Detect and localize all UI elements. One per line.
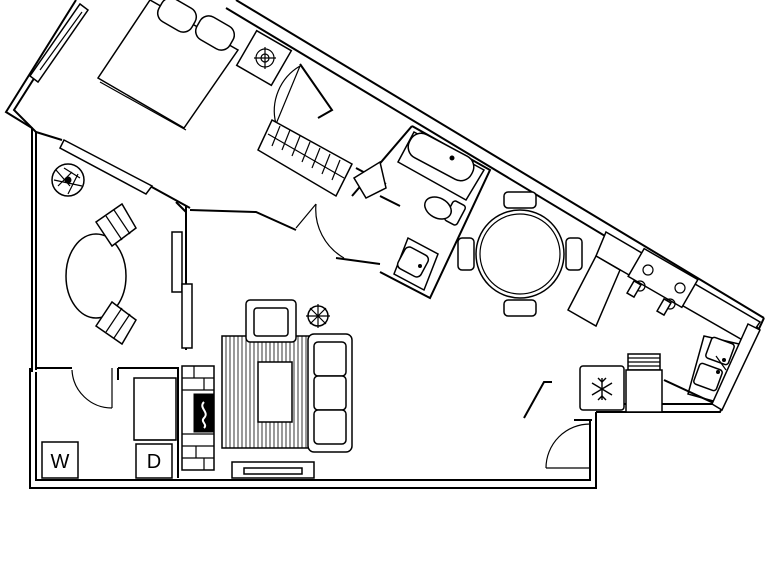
living-room (221, 299, 353, 479)
nightstand (235, 29, 293, 87)
window-kitchen (711, 322, 761, 412)
pillow-left (156, 0, 198, 33)
chair-top (503, 191, 537, 209)
chair-bottom (503, 299, 537, 317)
chair-right (565, 237, 583, 271)
plant-icon-living (306, 304, 330, 328)
toilet-bowl (424, 196, 452, 220)
refrigerator (579, 365, 625, 411)
bedroom-walls (35, 63, 413, 231)
tv-console (231, 461, 315, 479)
armchair (245, 299, 297, 343)
round-table (475, 209, 565, 299)
dining-table (65, 233, 127, 319)
fireplace (181, 365, 215, 471)
stove (626, 247, 699, 317)
linen-closet (352, 160, 387, 199)
bed (96, 0, 240, 131)
bedroom-door-swing (273, 65, 301, 125)
sofa (307, 333, 353, 453)
dryer-label: D (147, 451, 161, 473)
dining-chair-bottom (94, 300, 137, 346)
bathroom-sink (396, 246, 430, 278)
fireplace-flame-icon (201, 401, 207, 429)
laundry-door-swing (71, 369, 113, 409)
washer (41, 441, 79, 479)
dishwasher (625, 353, 663, 413)
plant-icon (51, 163, 85, 197)
round-dining-set (457, 191, 583, 317)
pillow-right (194, 15, 236, 51)
bedroom-window (28, 2, 90, 84)
entry-door-swing (545, 423, 591, 469)
kitchen (523, 230, 762, 470)
bathroom-door-swing (315, 203, 345, 259)
dining-chair-top (94, 202, 137, 248)
bathtub (407, 132, 475, 182)
window-dining (59, 138, 154, 195)
dining-area (51, 138, 193, 350)
closet (257, 118, 353, 198)
snowflake-icon (591, 377, 613, 401)
kitchen-sink (687, 335, 750, 405)
chair-left (457, 237, 475, 271)
window-dining-right (171, 231, 183, 293)
washer-label: W (51, 451, 70, 473)
coffee-table (257, 361, 293, 423)
dryer (135, 443, 173, 479)
laundry-area: W D (36, 367, 179, 479)
bathroom (379, 125, 492, 300)
